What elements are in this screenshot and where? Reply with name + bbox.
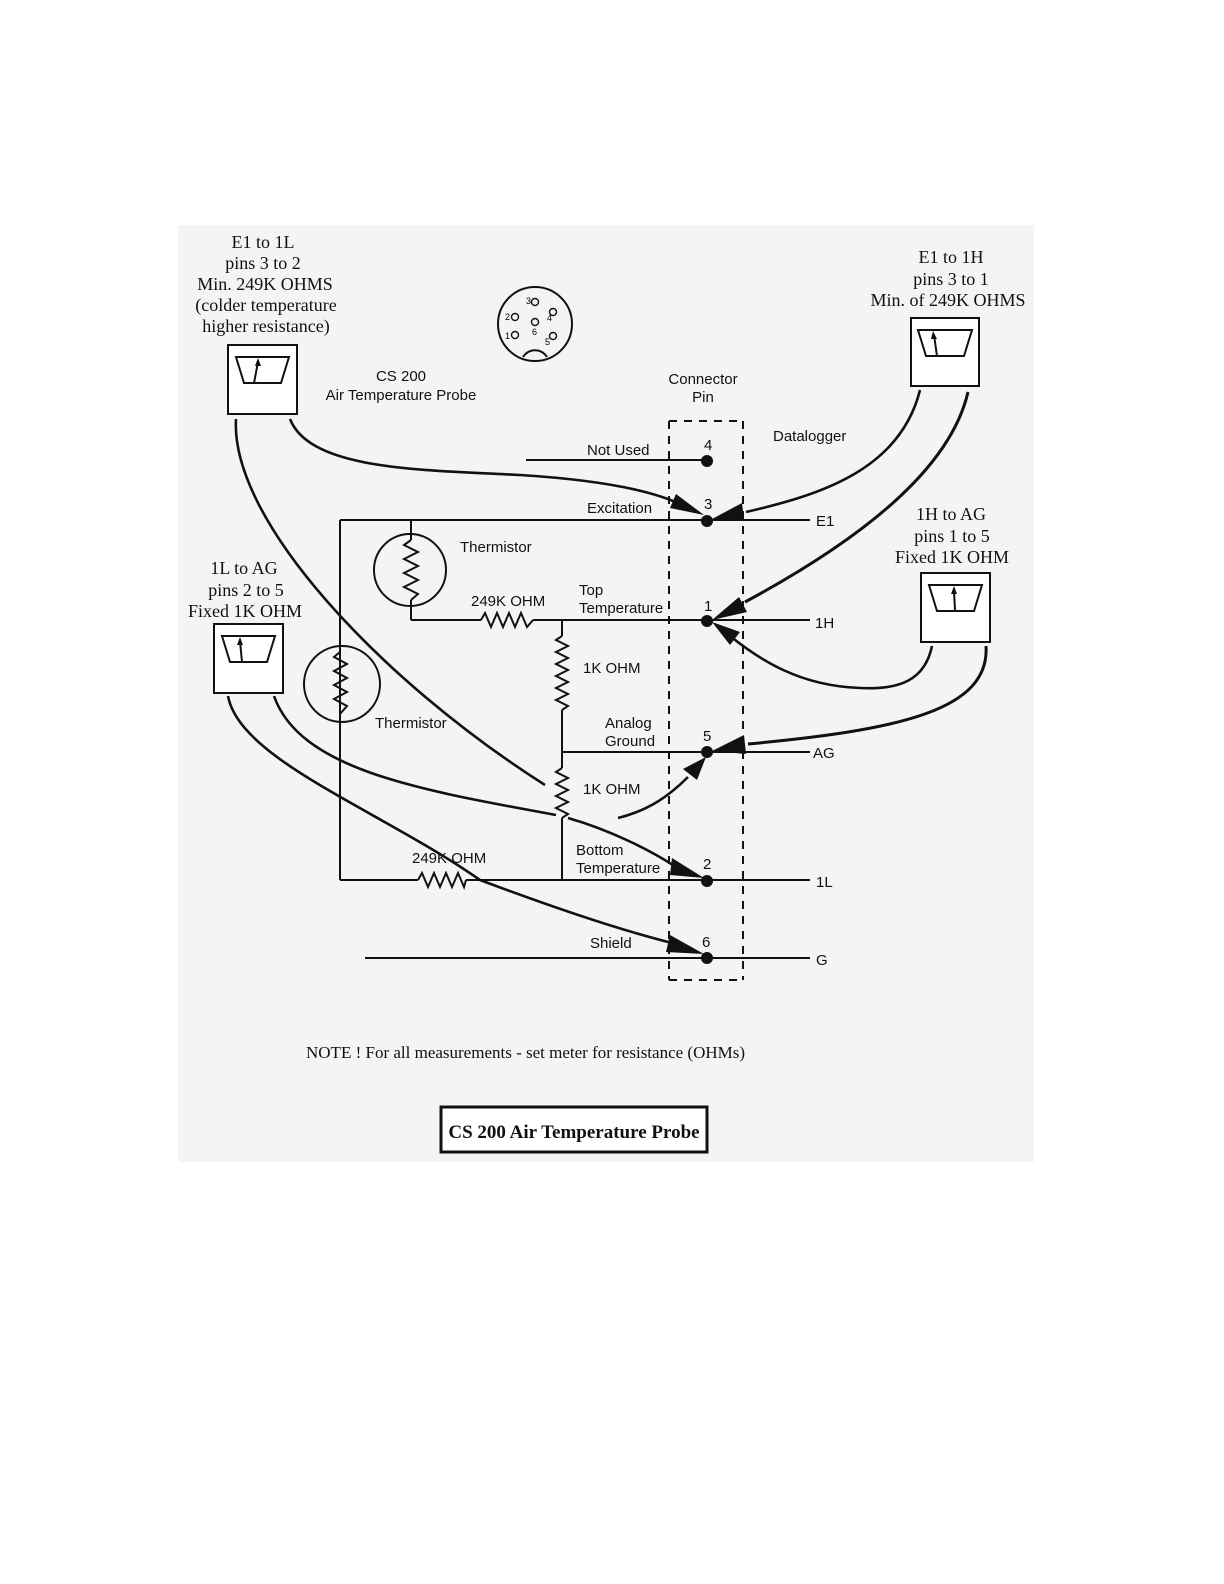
label-top-temperature: Top: [579, 582, 603, 599]
footer-title-box: CS 200 Air Temperature Probe: [439, 1105, 709, 1154]
resistor-1k-bottom-symbol: [553, 767, 571, 819]
pin-number: 3: [704, 496, 712, 513]
meter-caption-line: Min. of 249K OHMS: [870, 290, 1025, 310]
datalogger-label: Datalogger: [773, 428, 846, 445]
label-not-used: Not Used: [587, 442, 650, 459]
lead-1h-ag-to-pin5: [747, 645, 988, 746]
pin-dot: [701, 455, 713, 467]
ohm-meter-icon: [910, 317, 980, 387]
label-resistor: 1K OHM: [583, 781, 641, 798]
label-bottom-temperature: Temperature: [576, 860, 660, 877]
pin-dot: [701, 952, 713, 964]
label-thermistor: Thermistor: [375, 715, 447, 732]
svg-text:Air Temperature Probe: Air Temperature Probe: [326, 387, 477, 404]
socket-pin-label: 1: [505, 331, 510, 341]
socket-pin-label: 5: [545, 337, 550, 347]
meter-caption-line: pins 1 to 5: [914, 526, 990, 546]
lead-1l-ag-to-pin6: [226, 695, 673, 945]
ohm-meter-icon: [227, 344, 298, 415]
lead-to-pin2-tip: [567, 816, 677, 869]
scan-background: [178, 225, 1034, 1162]
label-shield: Shield: [590, 935, 632, 952]
circuit-wiring: [339, 459, 810, 959]
meter-caption-line: pins 3 to 1: [913, 269, 989, 289]
signal-labels: Not Used Excitation Top Temperature Anal…: [576, 442, 663, 952]
meter-test-leads: [226, 389, 988, 954]
meter-caption-line: (colder temperature: [195, 295, 336, 316]
meter-caption-line: E1 to 1H: [919, 247, 984, 267]
resistor-1k-top-symbol: [553, 635, 571, 711]
socket-pin-label: 3: [526, 296, 531, 306]
meter-caption-line: pins 2 to 5: [208, 580, 284, 600]
label-resistor: 1K OHM: [583, 660, 641, 677]
pin-number: 4: [704, 437, 712, 454]
terminal-label: 1L: [816, 874, 833, 891]
measurement-note: NOTE ! For all measurements - set meter …: [306, 1043, 745, 1062]
socket-pin-label: 4: [547, 313, 552, 323]
pin-number: 2: [703, 856, 711, 873]
probe-title: CS 200 Air Temperature Probe: [326, 368, 477, 404]
meter-caption-line: 1H to AG: [916, 504, 986, 524]
terminal-label: AG: [813, 745, 835, 762]
datalogger-terminals: E1 1H AG 1L G: [813, 513, 835, 969]
label-top-temperature: Temperature: [579, 600, 663, 617]
pin-dot: [701, 746, 713, 758]
svg-text:CS 200: CS 200: [376, 368, 426, 385]
socket-pin-label: 2: [505, 312, 510, 322]
meter-caption-line: 1L to AG: [210, 558, 277, 578]
label-excitation: Excitation: [587, 500, 652, 517]
meter-e1-1l-caption: E1 to 1L pins 3 to 2 Min. 249K OHMS (col…: [195, 232, 336, 337]
terminal-label: 1H: [815, 615, 834, 632]
connector-pin-header: Connector Pin: [668, 371, 737, 406]
terminal-label: G: [816, 952, 828, 969]
pin-number: 6: [702, 934, 710, 951]
meter-1h-ag-caption: 1H to AG pins 1 to 5 Fixed 1K OHM: [895, 504, 1009, 567]
pin-number: 5: [703, 728, 711, 745]
lead-e1-1h-to-pin1: [744, 391, 970, 604]
lead-1l-ag-to-pin5-tip: [617, 776, 689, 820]
svg-text:Pin: Pin: [692, 389, 714, 406]
lead-1l-ag-to-pin5: [272, 695, 557, 817]
thermistor-bottom-symbol: [303, 645, 381, 723]
meter-caption-line: Min. 249K OHMS: [197, 274, 333, 294]
connector-socket-icon: 1 2 3 4 5 6: [497, 286, 573, 362]
label-resistor: 249K OHM: [471, 593, 545, 610]
lead-e1-1l-to-pin3: [288, 418, 681, 506]
label-bottom-temperature: Bottom: [576, 842, 624, 859]
terminal-label: E1: [816, 513, 834, 530]
ohm-meter-icon: [213, 623, 284, 694]
meter-caption-line: Fixed 1K OHM: [895, 547, 1009, 567]
svg-text:Connector: Connector: [668, 371, 737, 388]
resistor-249k-bottom-symbol: [417, 870, 467, 890]
pin-dot: [701, 615, 713, 627]
pin-dot: [701, 515, 713, 527]
pin-dot: [701, 875, 713, 887]
lead-e1-1h-to-pin3: [745, 389, 922, 514]
meter-caption-line: pins 3 to 2: [225, 253, 301, 273]
lead-e1-1l-to-pin2: [234, 418, 546, 787]
resistor-249k-top-symbol: [480, 610, 534, 630]
socket-pin-label: 6: [532, 327, 537, 337]
ohm-meter-icon: [920, 572, 991, 643]
meter-1l-ag-caption: 1L to AG pins 2 to 5 Fixed 1K OHM: [188, 558, 302, 621]
meter-caption-line: higher resistance): [202, 316, 329, 337]
label-analog-ground: Ground: [605, 733, 655, 750]
label-thermistor: Thermistor: [460, 539, 532, 556]
meter-caption-line: E1 to 1L: [232, 232, 295, 252]
thermistor-top-symbol: [373, 533, 447, 607]
pin-number: 1: [704, 598, 712, 615]
lead-1h-ag-to-pin1: [729, 634, 934, 690]
label-analog-ground: Analog: [605, 715, 652, 732]
meter-caption-line: Fixed 1K OHM: [188, 601, 302, 621]
meter-e1-1h-caption: E1 to 1H pins 3 to 1 Min. of 249K OHMS: [870, 247, 1025, 310]
pin-numbers: 4 3 1 5 2 6: [702, 437, 712, 951]
footer-title: CS 200 Air Temperature Probe: [448, 1122, 699, 1143]
